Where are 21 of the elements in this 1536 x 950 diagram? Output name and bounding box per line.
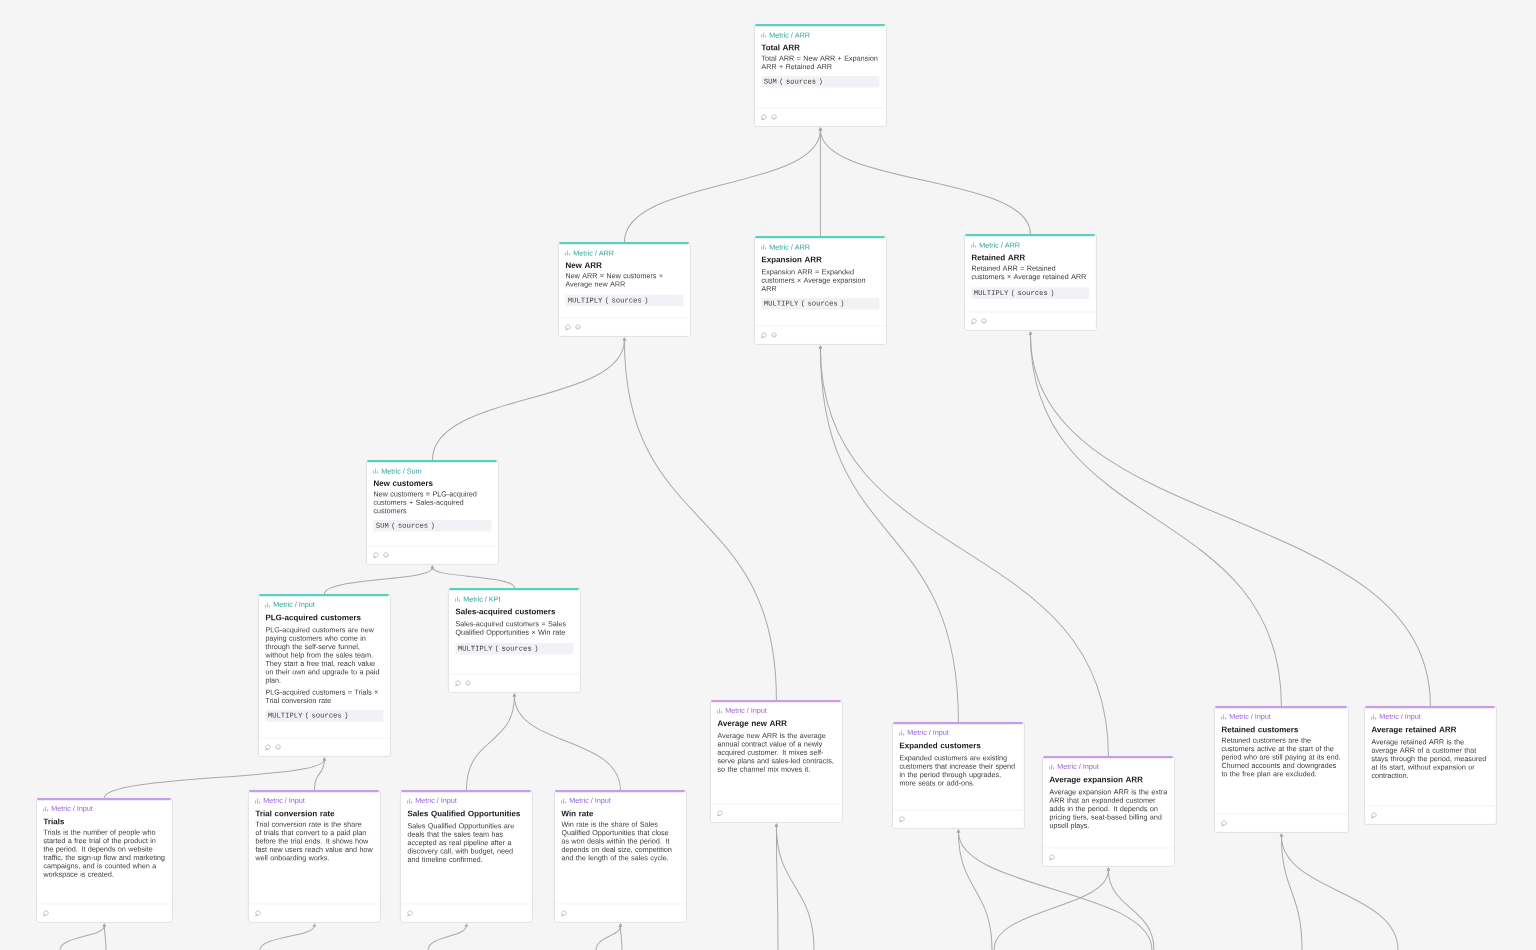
connector: [430, 565, 515, 589]
connector: [1028, 331, 1431, 707]
connector: [818, 127, 1031, 235]
connector: [431, 337, 627, 461]
connector: [774, 823, 815, 950]
connector: [618, 923, 623, 950]
connector: [102, 923, 107, 950]
connector: [623, 127, 823, 243]
connector: [427, 923, 469, 950]
connector: [103, 757, 327, 799]
connector: [512, 693, 621, 791]
connector: [59, 923, 107, 950]
connector: [818, 345, 1109, 757]
connector: [1279, 833, 1399, 950]
connector: [622, 337, 777, 701]
connector: [323, 565, 435, 595]
connector: [956, 829, 1153, 950]
connector: [313, 757, 327, 791]
connector: [993, 867, 1111, 950]
connector: [259, 923, 317, 950]
connector: [1106, 867, 1155, 950]
